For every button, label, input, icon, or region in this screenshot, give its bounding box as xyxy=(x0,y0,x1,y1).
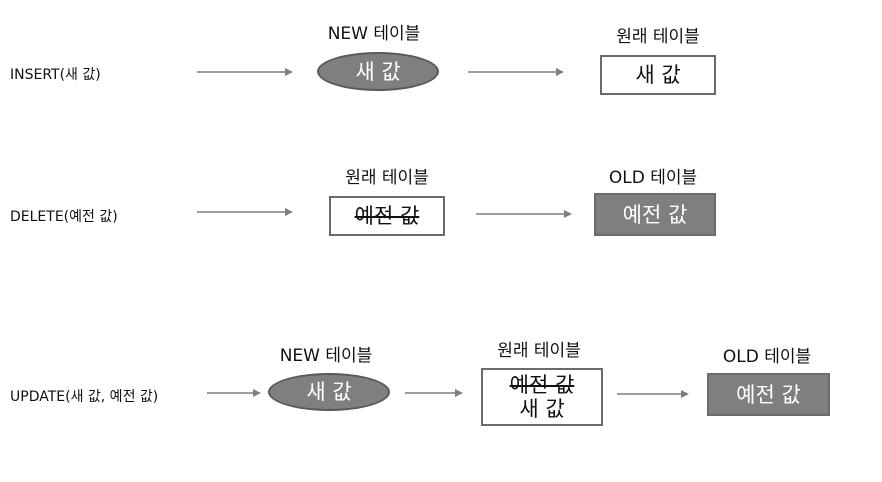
update-new-table-ellipse: 새 값 xyxy=(268,373,390,411)
update-orig-new-value: 새 값 xyxy=(519,397,565,421)
update-arrow-2 xyxy=(405,389,463,397)
delete-arrow-2 xyxy=(476,210,572,218)
delete-arrow-1 xyxy=(197,208,293,216)
delete-orig-table-box: 예전 값 xyxy=(329,196,445,236)
insert-new-table-ellipse: 새 값 xyxy=(317,52,439,91)
update-orig-table-caption: 원래 테이블 xyxy=(497,341,581,361)
insert-arrow-2 xyxy=(468,68,564,76)
update-orig-old-value-struck: 예전 값 xyxy=(509,373,575,397)
update-new-value: 새 값 xyxy=(306,380,352,404)
update-old-table-box: 예전 값 xyxy=(707,373,830,416)
delete-old-table-box: 예전 값 xyxy=(594,193,716,236)
update-orig-table-box: 예전 값 새 값 xyxy=(481,368,603,426)
delete-old-table-caption: OLD 테이블 xyxy=(608,168,698,188)
insert-arrow-1 xyxy=(197,68,293,76)
delete-row-label: DELETE(예전 값) xyxy=(10,209,118,225)
insert-new-value: 새 값 xyxy=(355,59,401,84)
update-arrow-3 xyxy=(617,390,689,398)
insert-new-table-caption: NEW 테이블 xyxy=(327,24,421,44)
insert-orig-value: 새 값 xyxy=(635,63,681,87)
insert-orig-table-caption: 원래 테이블 xyxy=(616,27,700,47)
delete-orig-table-caption: 원래 테이블 xyxy=(345,168,429,188)
update-old-table-caption: OLD 테이블 xyxy=(722,347,812,367)
delete-orig-value-struck: 예전 값 xyxy=(354,204,420,228)
update-arrow-1 xyxy=(207,389,261,397)
update-old-value: 예전 값 xyxy=(736,382,801,407)
update-row-label: UPDATE(새 값, 예전 값) xyxy=(10,389,159,405)
insert-orig-table-box: 새 값 xyxy=(600,55,716,95)
update-new-table-caption: NEW 테이블 xyxy=(279,346,373,366)
insert-row-label: INSERT(새 값) xyxy=(10,67,101,83)
delete-old-value: 예전 값 xyxy=(622,202,688,227)
